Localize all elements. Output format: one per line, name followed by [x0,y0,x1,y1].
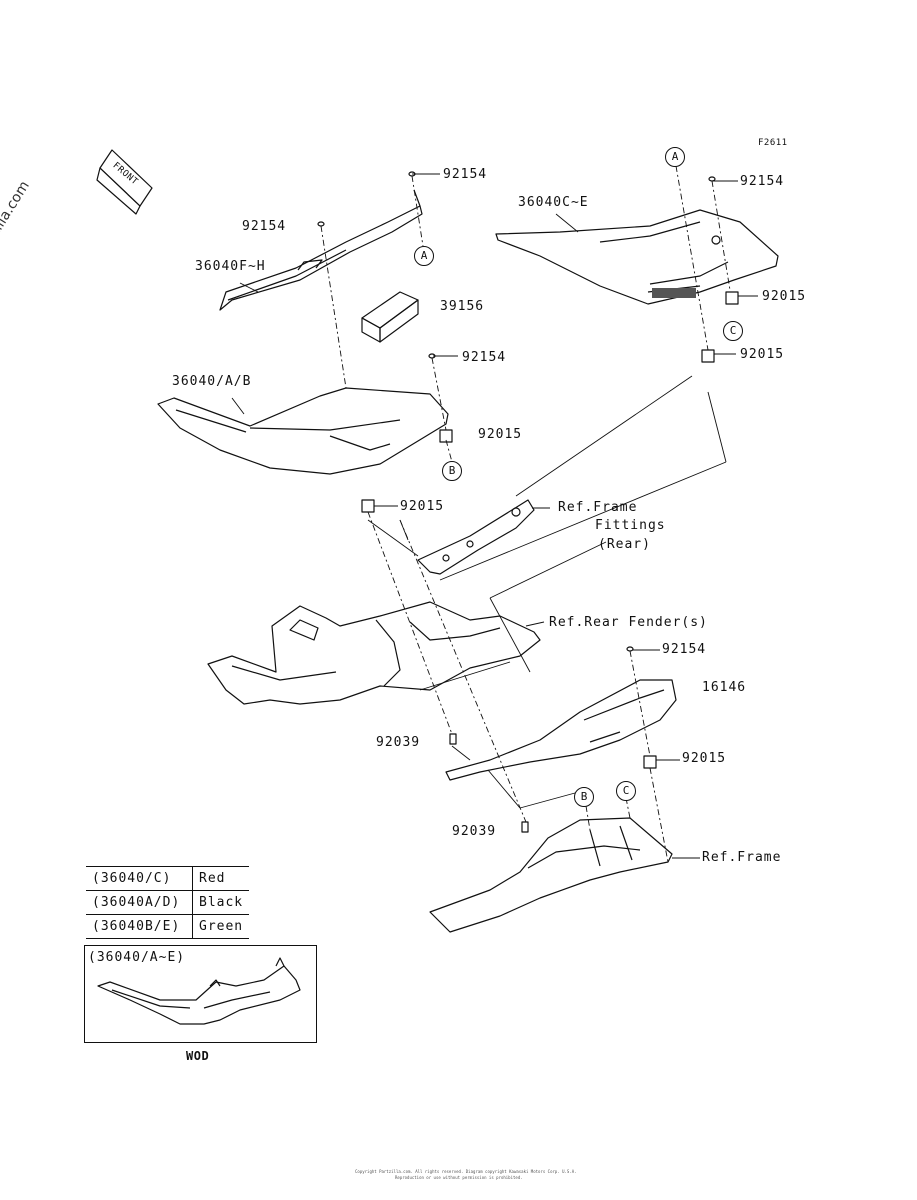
rear-frame-shape [429,817,673,933]
callout-c: C [723,321,743,341]
footer-copyright: Copyright Partzilla.com. All rights rese… [355,1169,577,1174]
part-36040C-E-shape [495,209,779,305]
part-label-36040C-E[interactable]: 36040C~E [518,195,589,210]
part-label-16146[interactable]: 16146 [702,680,747,695]
color-table-row: (36040A/D) Black [86,890,250,915]
part-label-92039[interactable]: 92039 [452,824,497,839]
part-label-92154[interactable]: 92154 [462,350,507,365]
callout-b: B [442,461,462,481]
color-table-row: (36040/C) Red [86,866,250,891]
part-36040-A-B-shape [157,387,449,475]
color-name: Red [192,866,250,891]
rear-fender-shape [207,601,541,705]
part-label-36040-A-B[interactable]: 36040/A/B [172,374,252,389]
part-label-36040F-H[interactable]: 36040F~H [195,259,266,274]
wod-inset-shape [97,957,301,1025]
frame-fittings-shape [417,499,535,575]
part-label-92015[interactable]: 92015 [762,289,807,304]
part-label-92154[interactable]: 92154 [662,642,707,657]
wod-inset-box [84,945,317,1043]
wod-inset-title: (36040/A~E) [88,950,186,965]
part-16146-shape [445,679,677,781]
callout-a: A [414,246,434,266]
callout-c: C [616,781,636,801]
part-label-92154[interactable]: 92154 [740,174,785,189]
ref-frame-fittings-line1: Ref.Frame [558,500,638,515]
part-label-92154[interactable]: 92154 [242,219,287,234]
callout-a: A [665,147,685,167]
part-label-92015[interactable]: 92015 [740,347,785,362]
color-code: (36040A/D) [86,890,193,915]
front-arrow-icon [96,149,153,215]
part-label-92015[interactable]: 92015 [400,499,445,514]
part-label-92154[interactable]: 92154 [443,167,488,182]
part-36040F-H-shape [219,189,423,311]
part-label-92039[interactable]: 92039 [376,735,421,750]
color-name: Black [192,890,250,915]
part-label-92015[interactable]: 92015 [682,751,727,766]
figure-code: F2611 [758,138,788,148]
part-39156-pad-shape [361,291,419,343]
part-label-92015[interactable]: 92015 [478,427,523,442]
wod-caption: WOD [186,1049,210,1063]
color-table-row: (36040B/E) Green [86,914,250,939]
color-name: Green [192,914,250,939]
part-label-39156[interactable]: 39156 [440,299,485,314]
footer-notice: Reproduction or use without permission i… [395,1175,523,1180]
color-table: (36040/C) Red (36040A/D) Black (36040B/E… [86,866,250,939]
ref-rear-fender: Ref.Rear Fender(s) [549,615,708,630]
ref-frame: Ref.Frame [702,850,782,865]
ref-frame-fittings-line2: Fittings [595,518,666,533]
color-code: (36040B/E) [86,914,193,939]
color-code: (36040/C) [86,866,193,891]
ref-frame-fittings-line3: (Rear) [598,537,651,552]
callout-b: B [574,787,594,807]
